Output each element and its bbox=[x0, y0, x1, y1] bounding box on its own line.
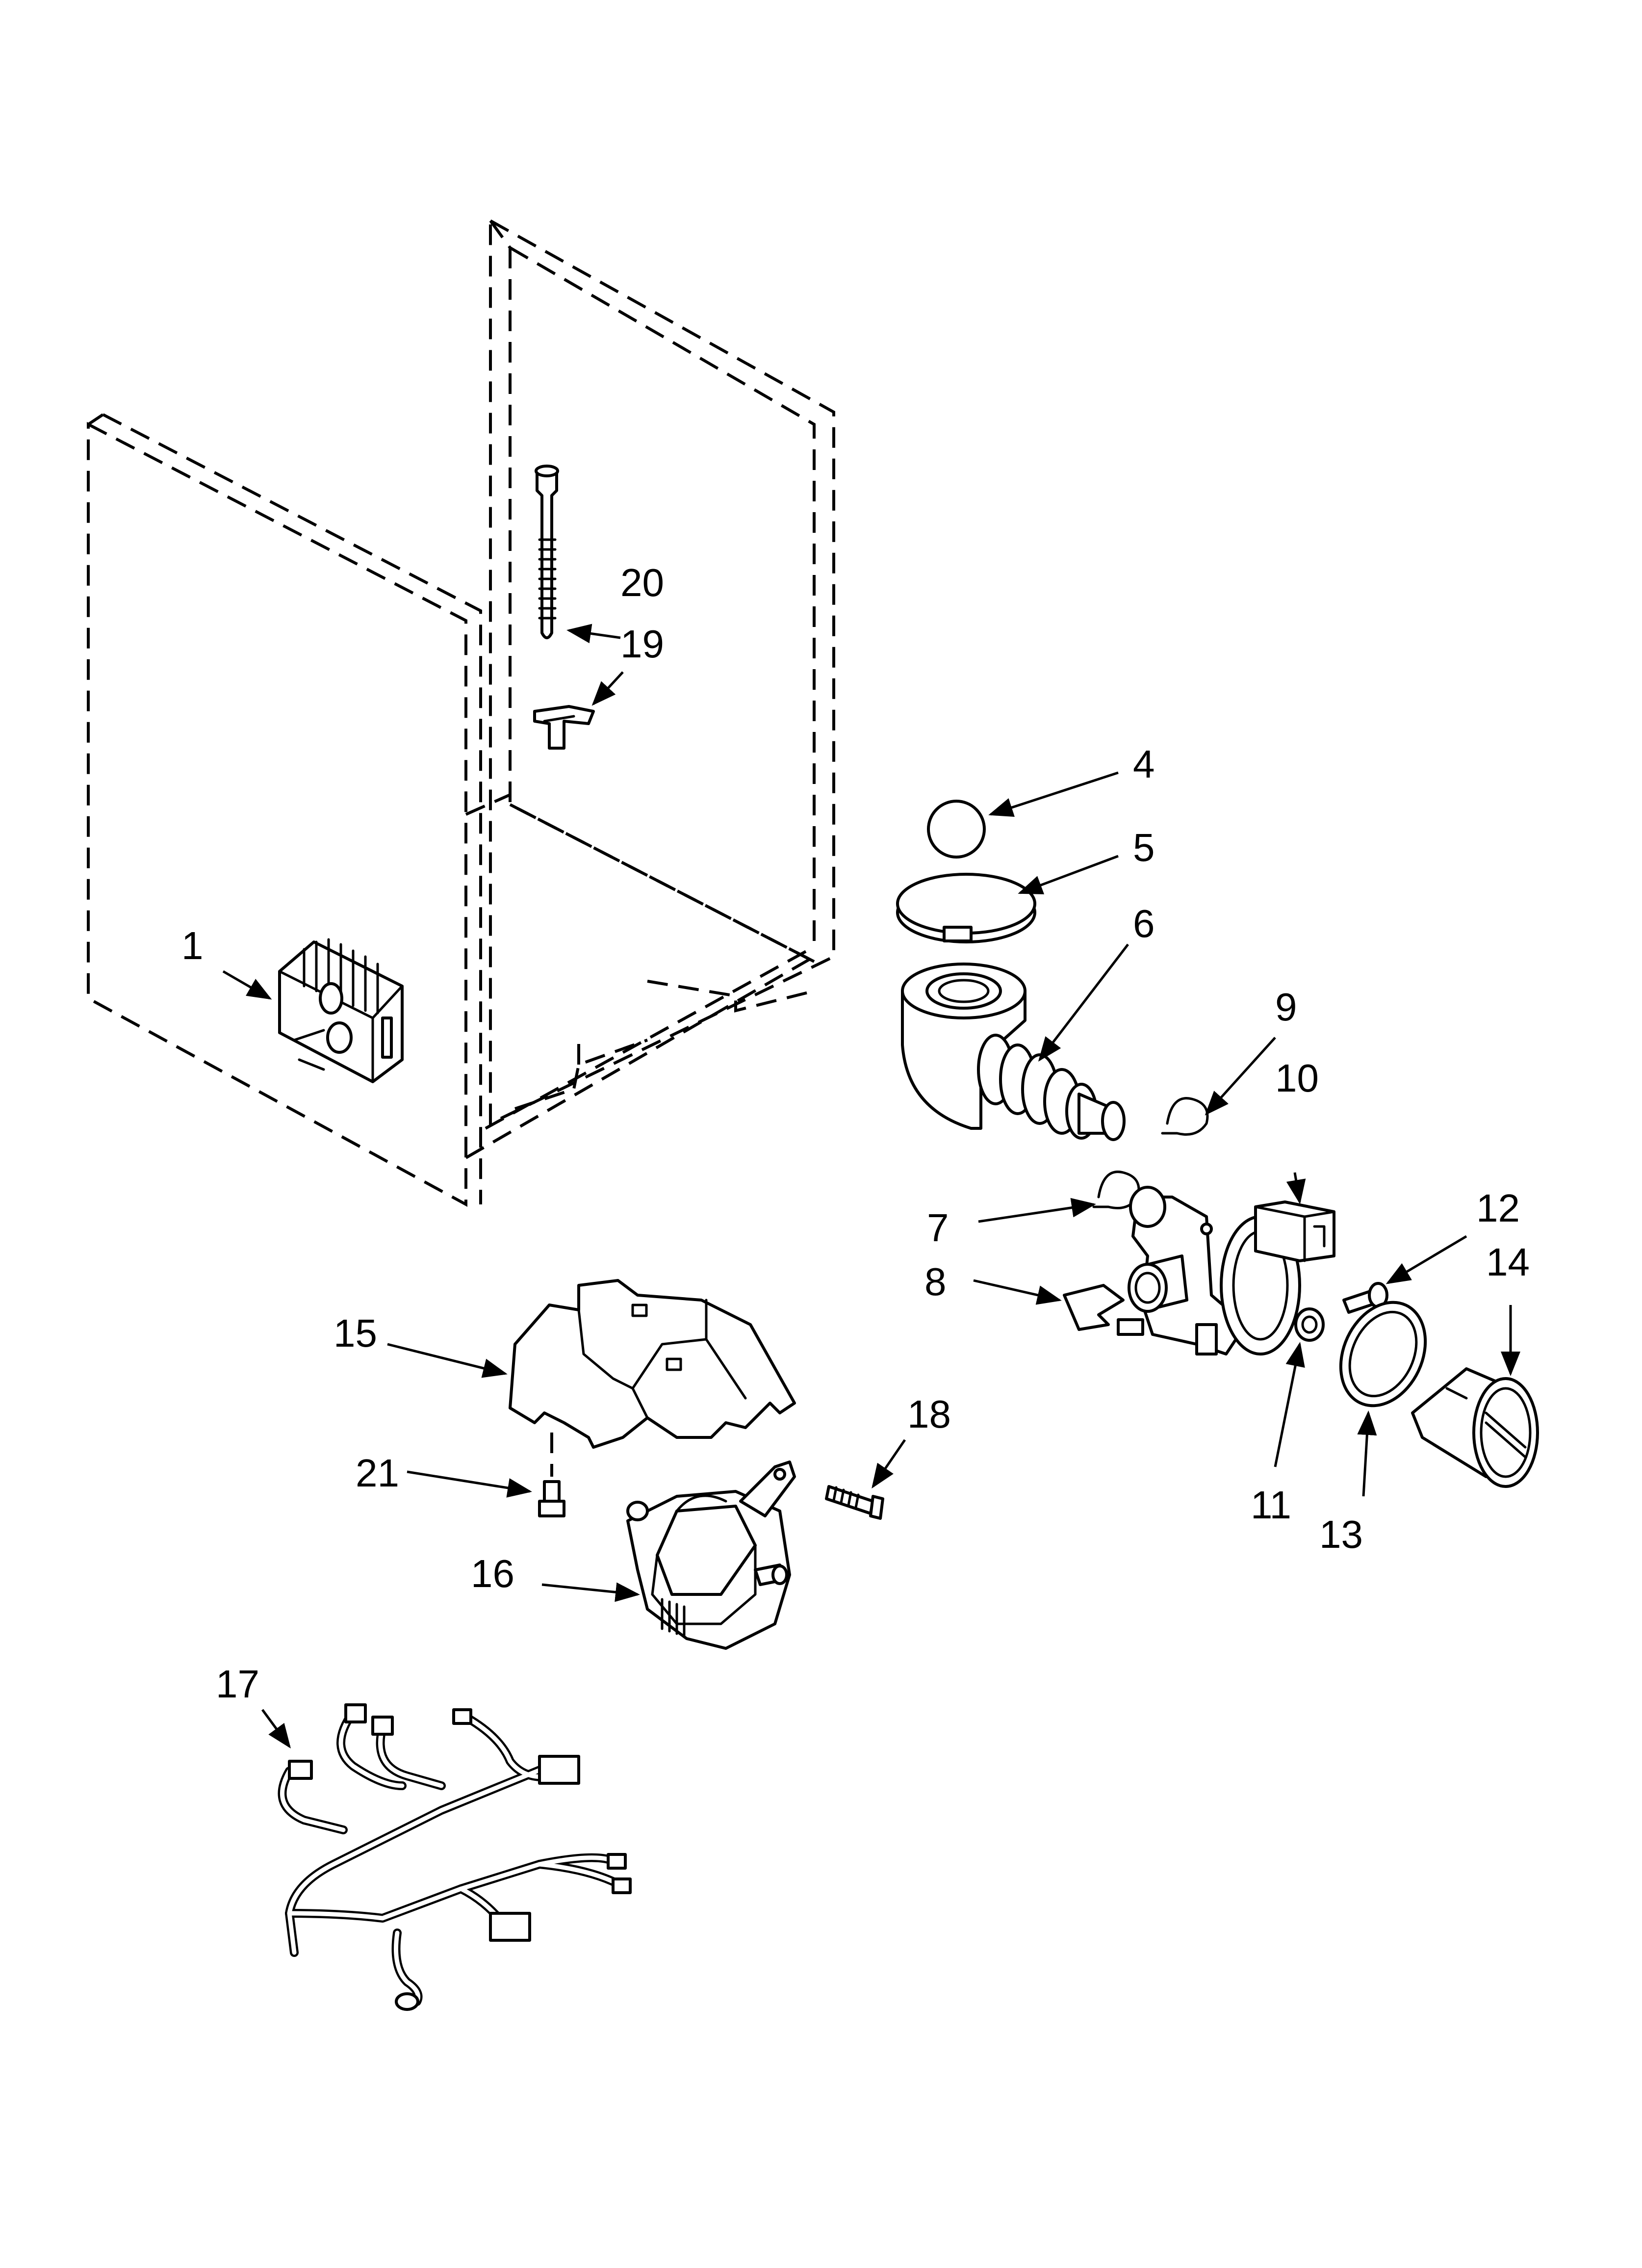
callout-16: 16 bbox=[471, 1552, 514, 1595]
callout-18: 18 bbox=[907, 1392, 951, 1436]
part-11-nut bbox=[1294, 1307, 1325, 1342]
callout-8: 8 bbox=[924, 1260, 947, 1303]
part-17-wire-harness bbox=[278, 1703, 632, 2011]
callout-14: 14 bbox=[1486, 1240, 1530, 1284]
callout-5: 5 bbox=[1133, 826, 1155, 869]
callout-21: 21 bbox=[356, 1451, 399, 1495]
part-9-clip bbox=[1161, 1097, 1209, 1136]
part-1-electronic-control bbox=[278, 938, 404, 1083]
part-20-hose bbox=[535, 465, 559, 639]
callout-17: 17 bbox=[216, 1662, 259, 1706]
callout-labels: 1 4 5 6 7 8 9 10 11 12 13 14 15 16 17 18… bbox=[181, 561, 1530, 1706]
leader-lines bbox=[222, 624, 1520, 1749]
callout-12: 12 bbox=[1476, 1186, 1520, 1230]
callout-1: 1 bbox=[181, 924, 204, 967]
callout-11: 11 bbox=[1251, 1483, 1291, 1527]
part-5-clamp bbox=[896, 873, 1036, 943]
part-6-elbow-hose bbox=[901, 963, 1126, 1141]
part-8-spacer bbox=[1063, 1284, 1125, 1331]
callout-9: 9 bbox=[1275, 985, 1297, 1029]
part-15-shield bbox=[509, 1279, 796, 1449]
part-19-clip bbox=[533, 705, 595, 750]
part-4-ball bbox=[927, 800, 986, 859]
part-13-seal-ring bbox=[1339, 1301, 1427, 1408]
part-16-motor bbox=[626, 1460, 796, 1650]
callout-6: 6 bbox=[1133, 902, 1155, 945]
callout-7: 7 bbox=[927, 1206, 949, 1250]
part-7-clip bbox=[1092, 1171, 1140, 1209]
part-14-filter bbox=[1411, 1367, 1539, 1488]
callout-20: 20 bbox=[620, 561, 664, 604]
callout-19: 19 bbox=[620, 622, 664, 666]
part-18-bolt bbox=[825, 1485, 884, 1520]
callout-13: 13 bbox=[1319, 1512, 1363, 1556]
cabinet-outline bbox=[87, 218, 835, 1207]
callout-4: 4 bbox=[1133, 742, 1155, 786]
callout-10: 10 bbox=[1275, 1056, 1319, 1100]
part-21-screw bbox=[538, 1480, 565, 1517]
callout-15: 15 bbox=[334, 1311, 377, 1355]
part-12-screw bbox=[1342, 1282, 1388, 1314]
part-10-pump bbox=[1117, 1186, 1335, 1356]
